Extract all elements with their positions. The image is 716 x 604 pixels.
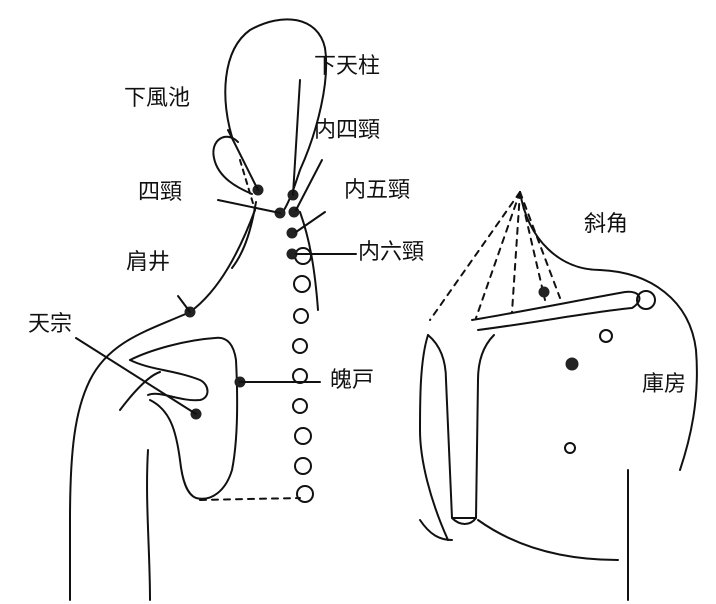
- label-shimo-tenchu: 下天柱: [314, 56, 380, 78]
- label-nai-rokukei: 内六頸: [358, 242, 424, 264]
- label-hakko: 魄戸: [330, 370, 374, 392]
- back-figure-outline: [70, 19, 326, 600]
- label-tenso: 天宗: [28, 314, 72, 336]
- point-shakaku: [539, 287, 549, 297]
- point-nai-gokei: [287, 228, 297, 238]
- spine-vertebrae: [293, 248, 313, 502]
- label-shikei: 四頸: [138, 182, 182, 204]
- label-nai-gokei: 内五頸: [344, 180, 410, 202]
- label-shakaku: 斜角: [584, 214, 628, 236]
- label-kobo: 庫房: [642, 374, 686, 396]
- label-kensei: 肩井: [126, 252, 170, 274]
- label-shimo-fuchi: 下風池: [124, 88, 190, 110]
- point-small-lower: [565, 443, 575, 453]
- point-kobo: [566, 358, 578, 370]
- label-nai-shikei: 内四頸: [314, 120, 380, 142]
